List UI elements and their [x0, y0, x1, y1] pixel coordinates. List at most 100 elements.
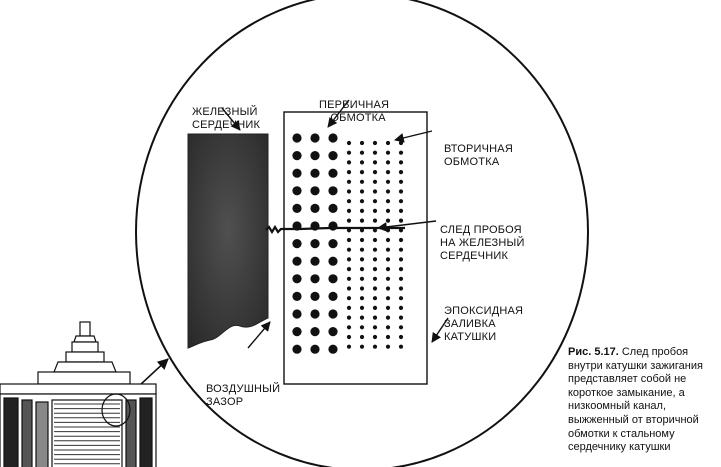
secondary-winding-turn: [359, 170, 365, 175]
secondary-winding-turn: [346, 199, 352, 204]
secondary-winding-turn: [346, 228, 352, 233]
primary-winding-turn: [328, 344, 338, 354]
primary-winding-turn: [292, 291, 302, 301]
secondary-winding-turn: [359, 247, 365, 252]
secondary-winding-turn: [398, 160, 404, 165]
primary-winding-turn: [310, 256, 320, 266]
secondary-winding-turn: [346, 305, 352, 310]
secondary-winding-turn: [385, 276, 391, 281]
secondary-winding-turn: [372, 179, 378, 184]
secondary-winding-turn: [359, 286, 365, 291]
secondary-winding-turn: [385, 218, 391, 223]
secondary-winding-turn: [359, 218, 365, 223]
primary-winding-turn: [328, 309, 338, 319]
primary-winding-turn: [292, 327, 302, 337]
primary-winding-turn: [328, 274, 338, 284]
secondary-winding-turn: [359, 296, 365, 301]
primary-winding-turn: [310, 344, 320, 354]
secondary-winding-turn: [398, 267, 404, 272]
primary-winding-dots: [292, 133, 338, 354]
secondary-winding-turn: [398, 189, 404, 194]
secondary-winding-turn: [346, 237, 352, 243]
primary-winding-turn: [292, 203, 302, 213]
secondary-winding-turn: [398, 140, 404, 146]
primary-winding-turn: [292, 274, 302, 284]
secondary-winding-turn: [372, 150, 378, 155]
caption-figure-number: Рис. 5.17.: [568, 346, 619, 358]
secondary-winding-turn: [359, 228, 365, 233]
epoxy-potting-rectangle: [283, 111, 428, 385]
secondary-winding-turn: [385, 325, 391, 330]
primary-winding-turn: [310, 133, 320, 143]
secondary-winding-turn: [346, 140, 352, 146]
secondary-winding-turn: [346, 189, 352, 194]
primary-winding-turn: [310, 151, 320, 161]
secondary-winding-turn: [346, 344, 352, 349]
magnified-spot-circle: [101, 393, 131, 427]
primary-winding-turn: [310, 186, 320, 196]
secondary-winding-turn: [398, 325, 404, 330]
secondary-winding-turn: [398, 334, 404, 340]
secondary-winding-turn: [359, 334, 365, 340]
secondary-winding-turn: [359, 179, 365, 184]
primary-winding-turn: [328, 168, 338, 178]
primary-winding-turn: [292, 256, 302, 266]
secondary-winding-turn: [398, 276, 404, 281]
primary-winding-turn: [310, 274, 320, 284]
secondary-winding-turn: [398, 305, 404, 310]
secondary-winding-turn: [359, 257, 365, 262]
secondary-winding-turn: [372, 160, 378, 165]
arrow-air-gap: [247, 321, 271, 349]
secondary-winding-turn: [398, 208, 404, 213]
secondary-winding-turn: [385, 257, 391, 262]
secondary-winding-turn: [372, 286, 378, 291]
secondary-winding-turn: [359, 267, 365, 272]
primary-winding-turn: [328, 151, 338, 161]
secondary-winding-turn: [346, 160, 352, 165]
secondary-winding-turn: [372, 199, 378, 204]
secondary-winding-turn: [385, 247, 391, 252]
primary-winding-turn: [328, 133, 338, 143]
secondary-winding-turn: [385, 344, 391, 349]
secondary-winding-turn: [372, 296, 378, 301]
magnifier-circle: [135, 0, 589, 467]
secondary-winding-turn: [359, 276, 365, 281]
primary-winding-turn: [310, 168, 320, 178]
secondary-winding-turn: [346, 247, 352, 252]
iron-core: [187, 133, 269, 349]
secondary-winding-turn: [385, 208, 391, 213]
secondary-winding-turn: [372, 170, 378, 175]
secondary-winding-turn: [359, 237, 365, 243]
secondary-winding-turn: [372, 276, 378, 281]
secondary-winding-turn: [385, 189, 391, 194]
secondary-winding-turn: [385, 140, 391, 146]
arrow-iron-core: [221, 107, 241, 131]
secondary-winding-turn: [372, 267, 378, 272]
secondary-winding-turn: [372, 305, 378, 310]
secondary-winding-turn: [359, 344, 365, 349]
secondary-winding-turn: [385, 160, 391, 165]
breakdown-trace-line: [265, 224, 405, 235]
secondary-winding-turn: [398, 150, 404, 155]
secondary-winding-turn: [385, 199, 391, 204]
secondary-winding-turn: [346, 315, 352, 320]
arrow-epoxy: [431, 317, 449, 343]
primary-winding-turn: [292, 239, 302, 249]
secondary-winding-turn: [346, 179, 352, 184]
secondary-winding-turn: [372, 208, 378, 213]
secondary-winding-turn: [372, 189, 378, 194]
secondary-winding-turn: [372, 218, 378, 223]
secondary-winding-turn: [398, 286, 404, 291]
secondary-winding-turn: [372, 334, 378, 340]
secondary-winding-turn: [385, 170, 391, 175]
secondary-winding-turn: [385, 334, 391, 340]
primary-winding-turn: [292, 344, 302, 354]
secondary-winding-turn: [359, 140, 365, 146]
arrow-primary: [327, 99, 350, 128]
secondary-winding-turn: [385, 179, 391, 184]
secondary-winding-turn: [359, 305, 365, 310]
secondary-winding-turn: [398, 247, 404, 252]
